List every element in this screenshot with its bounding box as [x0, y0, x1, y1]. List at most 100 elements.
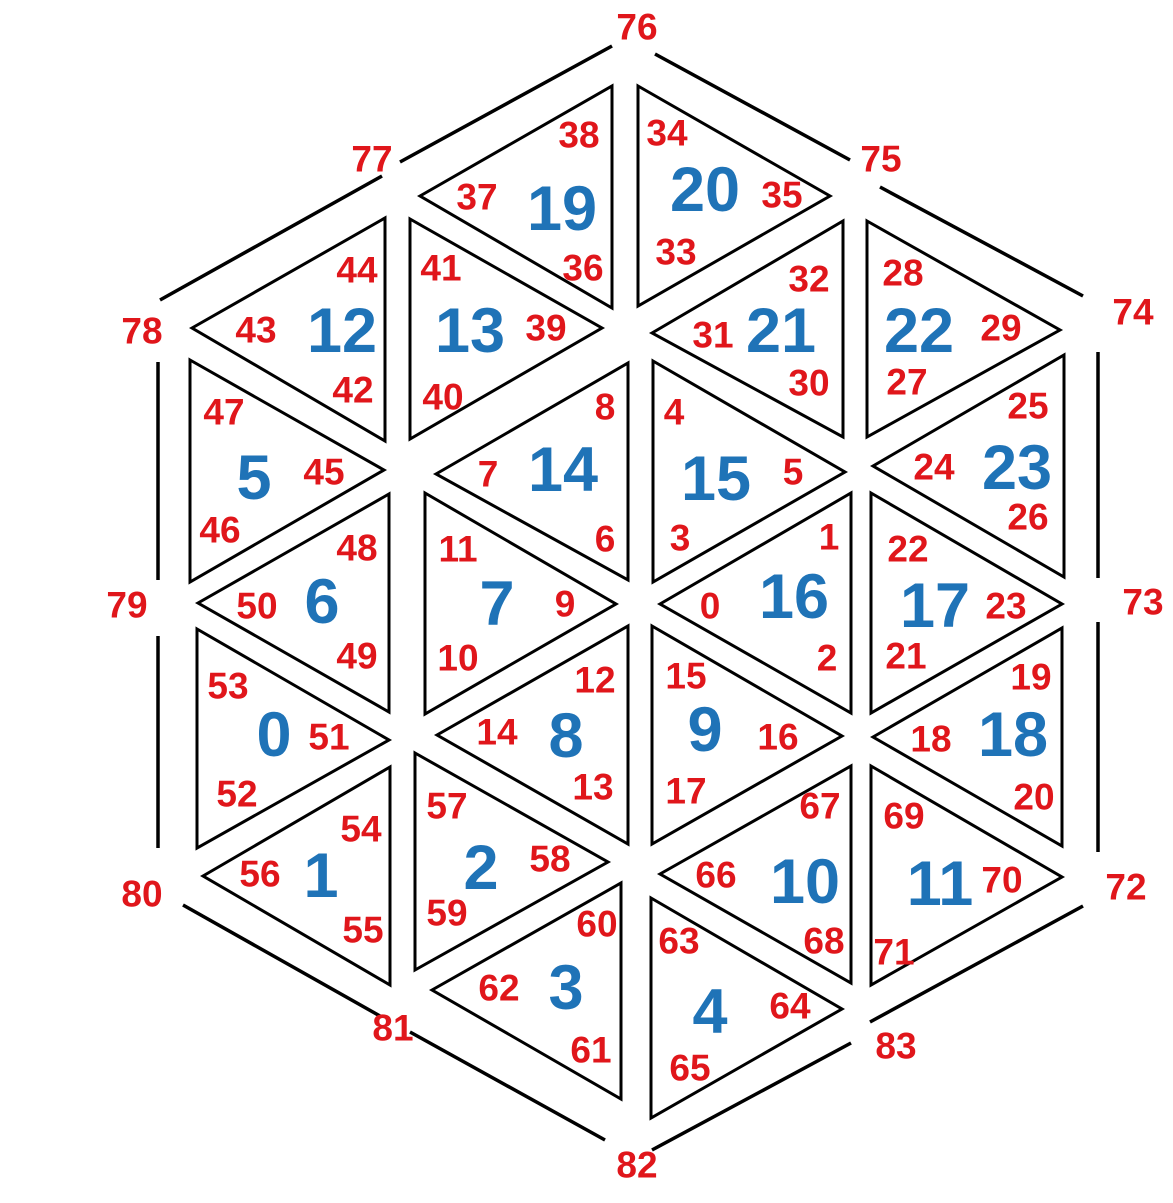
corner-label: 38: [558, 115, 599, 156]
corner-label: 27: [886, 362, 927, 403]
corner-label: 49: [336, 636, 377, 677]
face-label: 19: [527, 174, 597, 244]
corner-label: 28: [882, 253, 923, 294]
outer-edge: [409, 1030, 606, 1142]
face-label: 9: [687, 695, 722, 765]
corner-label: 64: [769, 986, 811, 1027]
corner-label: 22: [887, 529, 928, 570]
triangle-face-6: [194, 491, 391, 715]
corner-label: 13: [572, 767, 613, 808]
corner-label: 53: [207, 666, 248, 707]
corner-label: 36: [562, 248, 603, 289]
triangle-face-17: [869, 490, 1066, 716]
face-label: 7: [479, 569, 514, 639]
corner-label: 35: [761, 175, 802, 216]
outer-vertex-label: 72: [1105, 867, 1146, 908]
outer-vertex-labels: 72 73 74 75 76 77 78 79 80 81 82 83: [106, 7, 1163, 1186]
corner-label: 70: [981, 860, 1022, 901]
face-label: 11: [907, 849, 974, 919]
triangle-face-8: [433, 623, 630, 847]
triangle-face-11: [869, 763, 1066, 988]
face-label: 12: [307, 296, 377, 366]
corner-label: 20: [1013, 777, 1054, 818]
triangle-face-23: [870, 352, 1066, 580]
face-label: 4: [692, 977, 727, 1047]
corner-label: 62: [478, 968, 519, 1009]
corner-label: 63: [658, 921, 699, 962]
outer-edge: [399, 44, 613, 164]
face-label: 20: [670, 155, 740, 225]
outer-vertex-label: 76: [616, 7, 657, 48]
corner-label: 16: [757, 717, 798, 758]
corner-label: 26: [1007, 497, 1048, 538]
corner-label: 48: [336, 528, 377, 569]
corner-label: 60: [576, 904, 617, 945]
corner-label: 69: [883, 796, 924, 837]
corner-label: 71: [873, 932, 914, 973]
corner-label: 5: [783, 452, 804, 493]
triangle-face-4: [649, 895, 846, 1121]
triangle-face-15: [651, 358, 849, 585]
corner-label: 29: [980, 308, 1021, 349]
face-label: 3: [548, 953, 583, 1023]
corner-label: 40: [422, 377, 463, 418]
corner-label: 25: [1007, 386, 1048, 427]
corner-label: 19: [1010, 657, 1051, 698]
corner-label: 10: [437, 638, 478, 679]
corner-label: 6: [595, 519, 616, 560]
corner-label: 58: [529, 839, 570, 880]
corner-label: 7: [478, 454, 499, 495]
triangle-face-3: [428, 880, 623, 1102]
outer-vertex-label: 77: [351, 139, 392, 180]
corner-label: 46: [199, 510, 240, 551]
corner-label: 30: [788, 363, 829, 404]
triangle-face-20: [636, 83, 834, 309]
corner-label: 52: [216, 774, 257, 815]
triangle-face-14: [432, 360, 630, 583]
triangle-face-1: [200, 764, 392, 988]
corner-label: 37: [456, 177, 497, 218]
outer-vertex-label: 74: [1112, 292, 1154, 333]
corner-label: 23: [985, 586, 1026, 627]
corner-label: 17: [665, 771, 706, 812]
outer-vertex-label: 78: [121, 311, 162, 352]
face-label: 16: [759, 562, 829, 632]
triangle-face-5: [188, 357, 388, 585]
corner-label: 68: [803, 921, 844, 962]
corner-label: 33: [655, 232, 696, 273]
corner-label: 43: [235, 310, 276, 351]
outer-vertex-label: 80: [121, 874, 162, 915]
corner-label: 47: [203, 392, 244, 433]
corner-label: 14: [476, 712, 518, 753]
outer-edge: [879, 185, 1084, 298]
triangle-face-22: [865, 218, 1064, 440]
corner-label: 0: [700, 586, 721, 627]
corner-label: 45: [303, 452, 344, 493]
triangle-face-10: [656, 763, 853, 986]
corner-label: 51: [308, 717, 349, 758]
corner-label: 15: [665, 656, 706, 697]
outer-edge: [182, 903, 381, 1018]
triangles: [188, 83, 1066, 1121]
face-label: 6: [304, 567, 339, 637]
face-label: 1: [303, 841, 338, 911]
face-label: 13: [435, 296, 505, 366]
corner-label: 67: [799, 786, 840, 827]
face-label: 2: [463, 833, 498, 903]
corner-label: 8: [595, 387, 616, 428]
corner-label: 24: [913, 447, 955, 488]
face-label: 23: [982, 433, 1052, 503]
triangle-face-2: [413, 750, 612, 973]
triangle-face-0: [195, 626, 393, 851]
corner-label: 32: [788, 259, 829, 300]
corner-label: 61: [570, 1030, 611, 1071]
outer-edge: [159, 174, 383, 302]
outer-vertex-label: 81: [372, 1008, 413, 1049]
triangle-face-9: [650, 623, 846, 847]
corner-label: 57: [426, 786, 467, 827]
face-label: 15: [681, 444, 751, 514]
corner-label: 55: [342, 910, 383, 951]
triangle-face-7: [423, 490, 619, 717]
corner-label: 12: [574, 660, 615, 701]
